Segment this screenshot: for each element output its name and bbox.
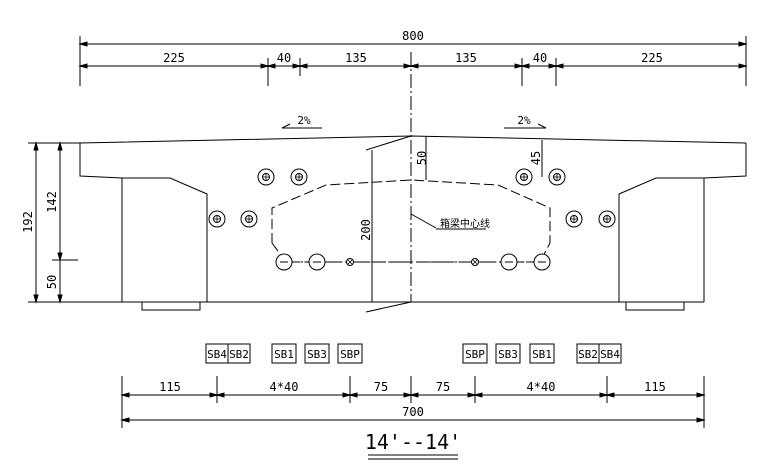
dim-web-height: 142	[45, 191, 59, 213]
dim-bottom-seg-2: 4*40	[270, 380, 299, 394]
section-title: 14'--14'	[365, 430, 461, 454]
tendon-label-right-1: SBP	[465, 348, 485, 361]
dim-bottom-seg-4: 75	[436, 380, 450, 394]
dim-bottom-seg-6: 115	[644, 380, 666, 394]
tendon-label-right-5: SB4	[600, 348, 620, 361]
slope-right-label: 2%	[517, 114, 531, 127]
dim-top-seg-2: 40	[277, 51, 291, 65]
left-dimensions	[28, 141, 122, 304]
dim-total-width: 800	[402, 29, 424, 43]
dim-anchor-offset-left: 50	[415, 151, 429, 165]
dim-anchor-offset-right: 45	[529, 151, 543, 165]
tendon-label-boxes	[205, 343, 622, 364]
tendon-label-left-4: SB3	[307, 348, 327, 361]
dim-total-height: 192	[21, 211, 35, 233]
dim-top-seg-6: 225	[641, 51, 663, 65]
girder-outline	[79, 135, 747, 311]
bottom-dimensions	[120, 376, 706, 428]
dim-top-seg-3: 135	[345, 51, 367, 65]
tendon-label-right-3: SB1	[532, 348, 552, 361]
tendon-label-left-1: SB4	[207, 348, 227, 361]
inner-tendon-profile	[271, 179, 551, 263]
tendon-label-right-4: SB2	[578, 348, 598, 361]
tendon-label-left-3: SB1	[274, 348, 294, 361]
tendon-label-left-2: SB2	[229, 348, 249, 361]
dim-top-seg-1: 225	[163, 51, 185, 65]
dim-bottom-height: 50	[45, 275, 59, 289]
tendon-label-left-5: SBP	[340, 348, 360, 361]
tendon-label-right-2: SB3	[498, 348, 518, 361]
centerline-leader	[410, 213, 437, 229]
dim-bottom-seg-3: 75	[374, 380, 388, 394]
inner-dimensions	[365, 135, 543, 313]
dim-top-seg-5: 40	[533, 51, 547, 65]
dim-bottom-total: 700	[402, 405, 424, 419]
tendon-anchors	[208, 168, 616, 271]
centerline-label: 箱梁中心线	[440, 217, 490, 230]
top-dimensions	[78, 36, 748, 86]
dim-inner-height: 200	[359, 219, 373, 241]
dim-bottom-seg-5: 4*40	[527, 380, 556, 394]
slope-markers	[281, 123, 547, 129]
anchor-crosshairs	[214, 174, 610, 265]
dim-top-seg-4: 135	[455, 51, 477, 65]
dim-bottom-seg-1: 115	[159, 380, 181, 394]
slope-left-label: 2%	[297, 114, 311, 127]
